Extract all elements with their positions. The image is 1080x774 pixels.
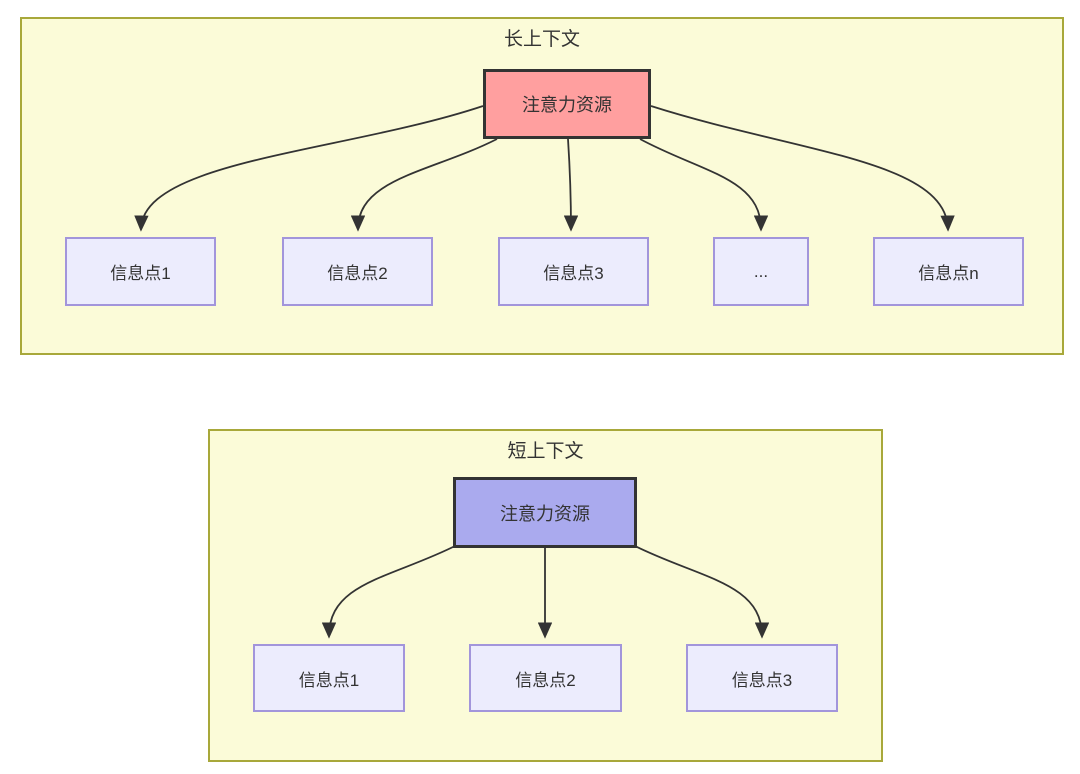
info-point-node-long-ellipsis: ... xyxy=(713,237,809,306)
info-point-node-long-2: 信息点2 xyxy=(282,237,433,306)
info-point-node-short-2: 信息点2 xyxy=(469,644,622,712)
long-context-title: 长上下文 xyxy=(503,29,580,50)
info-point-node-long-1: 信息点1 xyxy=(65,237,216,306)
attention-resource-node-short: 注意力资源 xyxy=(453,477,637,548)
info-point-node-short-1: 信息点1 xyxy=(253,644,405,712)
info-point-node-long-3: 信息点3 xyxy=(498,237,649,306)
info-point-node-short-3: 信息点3 xyxy=(686,644,838,712)
short-context-title: 短上下文 xyxy=(507,441,584,462)
info-point-node-long-n: 信息点n xyxy=(873,237,1024,306)
attention-resource-node-long: 注意力资源 xyxy=(483,69,651,139)
